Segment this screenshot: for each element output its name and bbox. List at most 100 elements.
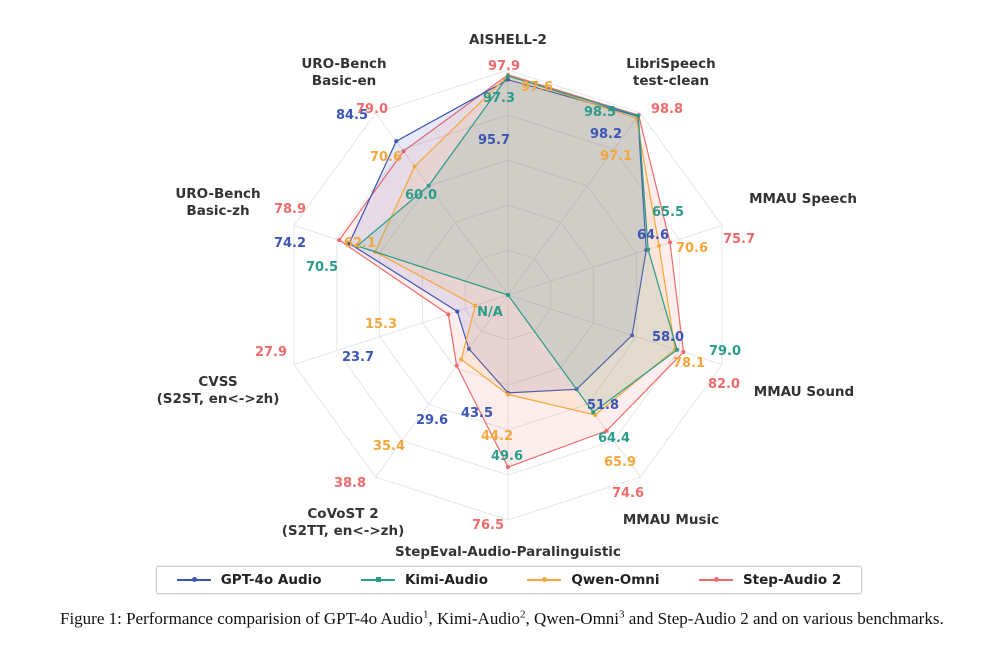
series-point bbox=[657, 243, 662, 248]
series-point bbox=[506, 293, 510, 297]
value-label: 35.4 bbox=[373, 439, 405, 454]
legend: GPT-4o Audio Kimi-Audio Qwen-Omni Step-A… bbox=[156, 566, 862, 594]
series-point bbox=[446, 312, 451, 317]
value-label: 84.5 bbox=[336, 108, 368, 123]
series-point bbox=[355, 243, 360, 248]
axis-label: MMAU Sound bbox=[754, 384, 854, 400]
axis-label-line: URO-Bench bbox=[301, 56, 386, 72]
value-label: 60.0 bbox=[405, 188, 437, 203]
value-label: 70.6 bbox=[370, 150, 402, 165]
series-point bbox=[630, 333, 635, 338]
axis-label-line: (S2TT, en<->zh) bbox=[282, 523, 405, 539]
value-label: 98.8 bbox=[651, 102, 683, 117]
axis-label: AISHELL-2 bbox=[469, 32, 547, 48]
value-label: 44.2 bbox=[481, 429, 513, 444]
value-label: 27.9 bbox=[255, 345, 287, 360]
value-label: 58.0 bbox=[652, 330, 684, 345]
grid-spoke bbox=[375, 294, 509, 478]
axis-label: MMAU Speech bbox=[749, 191, 857, 207]
axis-label-line: Basic-en bbox=[312, 73, 376, 89]
legend-item-kimi: Kimi-Audio bbox=[360, 572, 488, 588]
series-point bbox=[394, 139, 399, 144]
value-label: 43.5 bbox=[461, 406, 493, 421]
radar-series bbox=[337, 72, 686, 470]
legend-swatch bbox=[360, 575, 395, 585]
series-point bbox=[347, 241, 352, 246]
value-label: 23.7 bbox=[342, 350, 374, 365]
axis-label-line: test-clean bbox=[633, 73, 709, 89]
grid-spoke bbox=[507, 294, 723, 366]
series-point bbox=[455, 309, 460, 314]
axis-label-line: MMAU Sound bbox=[754, 384, 854, 400]
axis-label-line: LibriSpeech bbox=[626, 56, 716, 72]
value-label: 97.3 bbox=[483, 91, 515, 106]
value-label: 76.5 bbox=[472, 518, 504, 533]
axis-label-line: URO-Bench bbox=[175, 186, 260, 202]
caption-footnote-3: 3 bbox=[619, 608, 625, 621]
value-label: 74.2 bbox=[274, 236, 306, 251]
caption-footnote-1: 1 bbox=[422, 608, 429, 621]
value-label: 65.5 bbox=[652, 205, 684, 220]
legend-marker bbox=[191, 577, 197, 582]
series-point bbox=[466, 346, 471, 351]
caption-suffix: and Step-Audio 2 and on various benchmar… bbox=[624, 609, 944, 628]
axis-label-line: CVSS bbox=[198, 374, 237, 390]
value-label: 64.6 bbox=[637, 228, 669, 243]
series-point bbox=[506, 77, 510, 82]
value-label: 82.0 bbox=[708, 377, 740, 392]
legend-swatch bbox=[698, 575, 733, 585]
legend-marker bbox=[375, 577, 381, 582]
legend-label: Qwen-Omni bbox=[571, 572, 660, 588]
series-point bbox=[591, 410, 596, 415]
axis-label-line: Basic-zh bbox=[186, 203, 249, 219]
series-point bbox=[426, 183, 431, 188]
axis-label: MMAU Music bbox=[623, 512, 719, 528]
series-point bbox=[337, 238, 342, 243]
value-label: 70.6 bbox=[676, 241, 708, 256]
value-label: 97.6 bbox=[521, 80, 553, 95]
value-label: 64.4 bbox=[598, 431, 630, 446]
series-point bbox=[401, 149, 406, 154]
series-point bbox=[412, 164, 417, 169]
value-label: 97.9 bbox=[488, 59, 520, 74]
value-label: 38.8 bbox=[334, 476, 366, 491]
value-label: 49.6 bbox=[491, 449, 523, 464]
grid-spoke bbox=[507, 224, 723, 296]
value-label: 98.2 bbox=[590, 127, 622, 142]
series-point bbox=[667, 240, 672, 245]
series-point bbox=[506, 392, 510, 397]
legend-swatch bbox=[176, 575, 211, 585]
series-point bbox=[506, 74, 510, 79]
value-label: 62.1 bbox=[344, 236, 376, 251]
axis-label-line: (S2ST, en<->zh) bbox=[157, 391, 280, 407]
axis-label-line: StepEval-Audio-Paralinguistic bbox=[395, 544, 621, 560]
legend-item-qwen: Qwen-Omni bbox=[527, 572, 660, 588]
series-point bbox=[681, 350, 686, 355]
legend-label: Step-Audio 2 bbox=[742, 572, 842, 588]
caption-mid-2: , Qwen-Omni bbox=[525, 609, 620, 628]
grid-spoke bbox=[293, 294, 509, 366]
value-label-na: N/A bbox=[477, 305, 503, 320]
value-label: 29.6 bbox=[416, 413, 448, 428]
value-label: 98.5 bbox=[584, 105, 616, 120]
value-label: 74.6 bbox=[612, 486, 644, 501]
axis-label: CVSS(S2ST, en<->zh) bbox=[157, 374, 280, 407]
grid-spoke bbox=[375, 112, 509, 296]
value-label: 78.9 bbox=[274, 202, 306, 217]
grid-spoke bbox=[507, 112, 641, 296]
series-point bbox=[646, 247, 651, 252]
axis-label-line: CoVoST 2 bbox=[307, 506, 378, 522]
value-label: 95.7 bbox=[478, 133, 510, 148]
series-point bbox=[459, 357, 464, 362]
axis-label-line: AISHELL-2 bbox=[469, 32, 547, 48]
caption-footnote-2: 2 bbox=[520, 608, 526, 621]
axis-label-line: MMAU Music bbox=[623, 512, 719, 528]
caption-prefix: Figure 1: Performance comparision of GPT… bbox=[60, 609, 423, 628]
value-label: 65.9 bbox=[604, 455, 636, 470]
value-label: 15.3 bbox=[365, 317, 397, 332]
value-label: 78.1 bbox=[673, 356, 705, 371]
